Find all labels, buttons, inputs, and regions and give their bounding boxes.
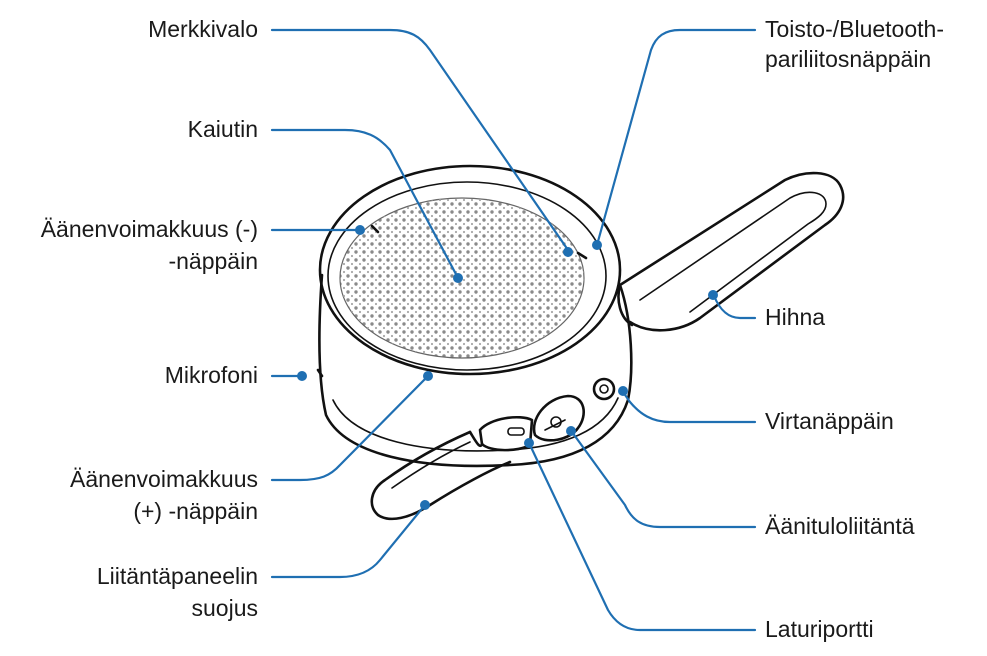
- label-laturiportti: Laturiportti: [765, 616, 874, 642]
- speaker-body: [316, 164, 633, 468]
- label-kaiutin: Kaiutin: [187, 116, 258, 142]
- label-hihna: Hihna: [765, 304, 826, 330]
- label-panel-cover-line1: Liitäntäpaneelin: [96, 563, 258, 589]
- leader-lines: [270, 28, 757, 632]
- label-aanituloliitanta: Äänituloliitäntä: [765, 513, 915, 539]
- label-virtanappain: Virtanäppäin: [765, 408, 894, 434]
- label-merkkivalo: Merkkivalo: [148, 16, 258, 42]
- label-volume-minus-line1: Äänenvoimakkuus (-): [40, 216, 258, 242]
- label-volume-plus-line1: Äänenvoimakkuus: [70, 466, 258, 492]
- strap-front: [370, 430, 512, 521]
- label-mikrofoni: Mikrofoni: [164, 362, 258, 388]
- label-volume-minus-line2: -näppäin: [168, 248, 258, 274]
- label-volume-plus-line2: (+) -näppäin: [133, 498, 258, 524]
- label-play-bluetooth-line1: Toisto-/Bluetooth-: [765, 16, 944, 42]
- label-play-bluetooth-line2: pariliitosnäppäin: [765, 46, 932, 72]
- label-panel-cover-line2: suojus: [191, 595, 258, 621]
